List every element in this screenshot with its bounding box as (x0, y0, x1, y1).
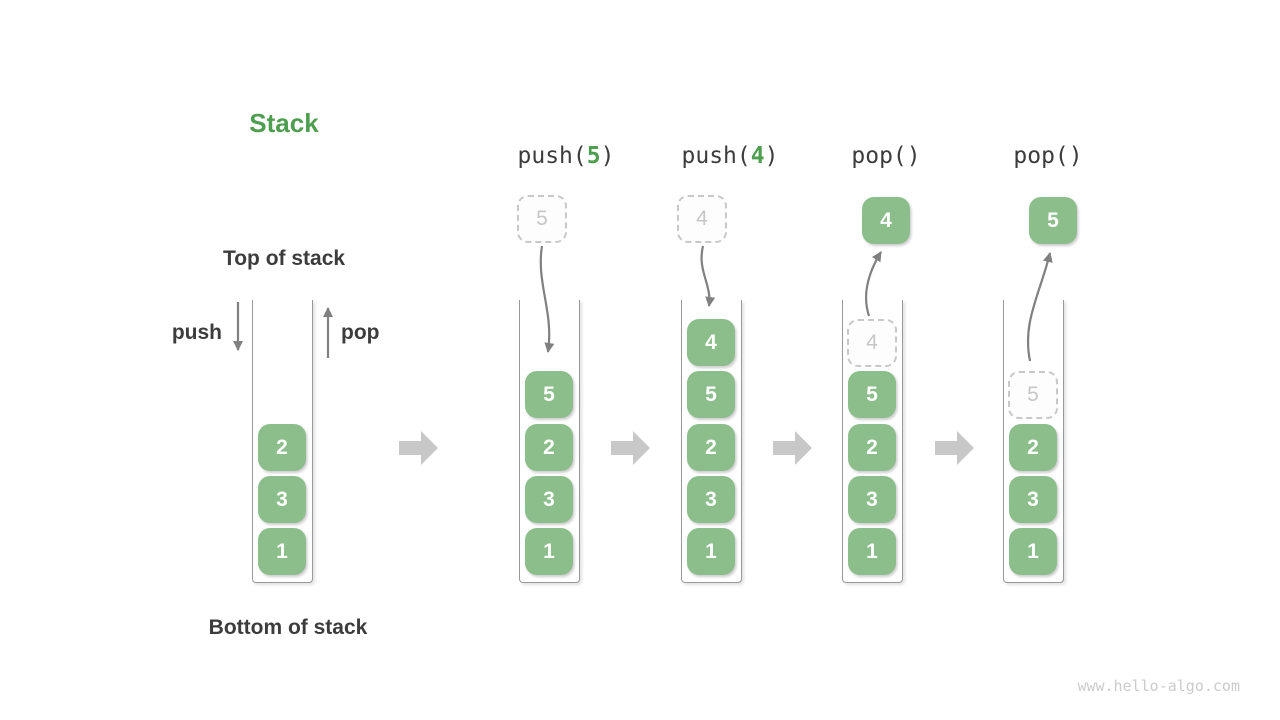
op-call-text: push( (517, 143, 587, 169)
stack-item: 2 (258, 424, 306, 471)
op-call-text: pop( (1013, 143, 1069, 169)
stack-item: 3 (1009, 476, 1057, 523)
stack-item: 5 (525, 371, 573, 418)
stack-item: 3 (687, 476, 735, 523)
op-call-text: ) (906, 143, 921, 169)
stack-item: 2 (848, 424, 896, 471)
popped-value-box: 4 (862, 197, 910, 244)
incoming-value-box: 5 (517, 195, 567, 243)
operation-label: push(4) (682, 143, 779, 169)
stack-item: 1 (525, 528, 573, 575)
popped-value-box: 5 (1029, 197, 1077, 244)
pop-label: pop (341, 321, 380, 344)
stack-item: 1 (687, 528, 735, 575)
diagram-title: Stack (249, 108, 319, 138)
operation-label: pop() (851, 143, 920, 169)
operation-label: pop() (1013, 143, 1082, 169)
bottom-of-stack-label: Bottom of stack (208, 616, 368, 639)
op-call-text: ) (1068, 143, 1083, 169)
stack-item: 4 (687, 319, 735, 366)
incoming-value-box: 4 (677, 195, 727, 243)
removed-item-placeholder: 4 (847, 319, 897, 367)
stack-item: 5 (687, 371, 735, 418)
arrow-right-icon (611, 431, 650, 465)
stack-item: 3 (848, 476, 896, 523)
op-call-text: pop( (851, 143, 907, 169)
arrow-right-icon (399, 431, 438, 465)
stack-item: 1 (1009, 528, 1057, 575)
stack-item: 5 (848, 371, 896, 418)
stack-item: 3 (525, 476, 573, 523)
stack-item: 2 (525, 424, 573, 471)
op-call-text: ) (764, 143, 779, 169)
push-label: push (171, 321, 222, 344)
operation-label: push(5) (518, 143, 615, 169)
op-call-text: ) (600, 143, 615, 169)
arrow-right-icon (773, 431, 812, 465)
stack-item: 1 (848, 528, 896, 575)
stack-item: 1 (258, 528, 306, 575)
op-arg: 4 (750, 143, 765, 169)
stack-item: 3 (258, 476, 306, 523)
top-of-stack-label: Top of stack (222, 247, 346, 270)
op-call-text: push( (681, 143, 751, 169)
stack-item: 2 (687, 424, 735, 471)
removed-item-placeholder: 5 (1008, 371, 1058, 419)
push-curve-arrow-icon (700, 245, 716, 307)
arrow-right-icon (935, 431, 974, 465)
watermark: www.hello-algo.com (1077, 677, 1240, 695)
stack-item: 2 (1009, 424, 1057, 471)
op-arg: 5 (586, 143, 601, 169)
